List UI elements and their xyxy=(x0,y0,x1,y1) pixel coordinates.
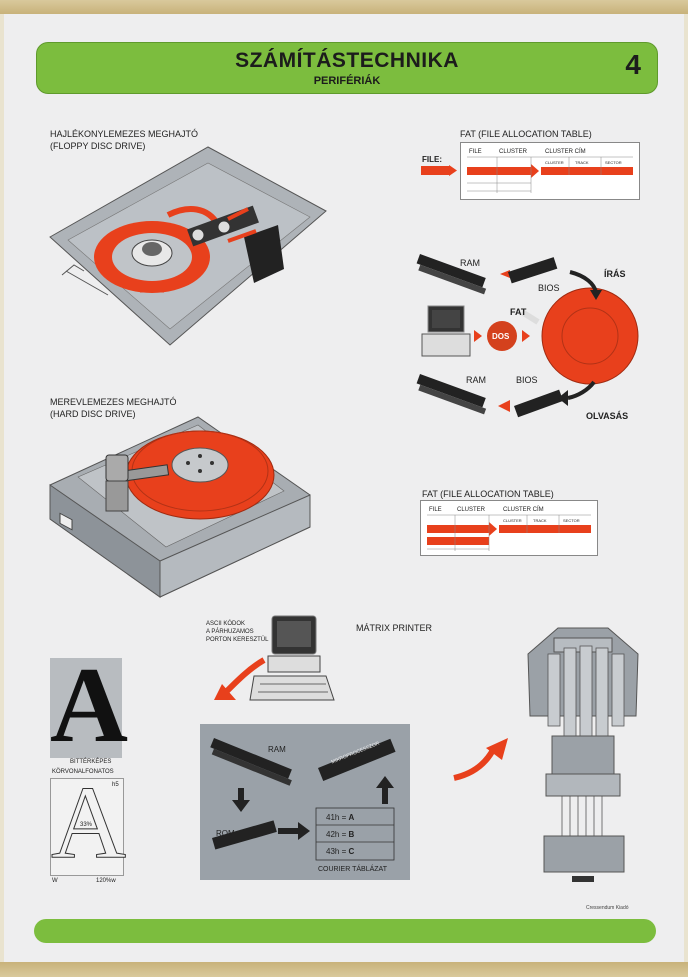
floppy-label-en: (FLOPPY DISC DRIVE) xyxy=(50,141,146,151)
computer-icon xyxy=(249,615,335,701)
fat-bottom-col-file: FILE xyxy=(429,507,442,513)
bottom-hanger-rod xyxy=(0,962,688,977)
page-subtitle: PERIFÉRIÁK xyxy=(313,75,381,87)
floppy-label-hu: HAJLÉKONYLEMEZES MEGHAJTÓ xyxy=(50,129,199,139)
fat-file-arrow xyxy=(421,165,457,176)
outline-letter: A xyxy=(51,765,127,880)
hdd-label-en: (HARD DISC DRIVE) xyxy=(50,409,136,419)
code-row-1: 42h = B xyxy=(326,830,355,839)
fat-top-col-cluster: CLUSTER xyxy=(499,149,528,155)
fat-top-col-cluster-cim: CLUSTER CÍM xyxy=(545,149,586,155)
footer-banner xyxy=(34,919,656,943)
dos-dataflow-diagram xyxy=(416,253,639,418)
panel-ram-label: RAM xyxy=(268,745,286,754)
matrix-printer-title: MÁTRIX PRINTER xyxy=(356,623,433,633)
fat-bottom-grid xyxy=(427,514,591,551)
fat-top-col-file: FILE xyxy=(469,149,482,155)
flow-iras: ÍRÁS xyxy=(604,269,626,279)
sheet-number: 4 xyxy=(625,49,641,80)
fat-bottom-sub-track: TRACK xyxy=(533,518,547,523)
fat-top-sub-track: TRACK xyxy=(575,160,589,165)
page-title: SZÁMÍTÁSTECHNIKA xyxy=(235,49,459,72)
hdd-label-hu: MEREVLEMEZES MEGHAJTÓ xyxy=(50,397,177,407)
printer-logic-drawing xyxy=(210,738,396,861)
fat-bottom-sub-sector: SECTOR xyxy=(563,518,580,523)
code-row-0: 41h = A xyxy=(326,813,355,822)
code-row-2: 43h = C xyxy=(326,847,355,856)
print-head-illustration xyxy=(527,627,639,882)
dim-mid: 33% xyxy=(80,822,93,828)
fat-top-sub-cluster: CLUSTER xyxy=(545,160,564,165)
title-banner: SZÁMÍTÁSTECHNIKA PERIFÉRIÁK 4 xyxy=(36,42,658,94)
bitmap-caption: BITTÉRKÉPES xyxy=(70,759,112,765)
courier-table-caption: COURIER TÁBLÁZAT xyxy=(318,866,387,873)
flow-bios-top: BIOS xyxy=(538,283,560,293)
fat-bottom-sub-cluster: CLUSTER xyxy=(503,518,522,523)
top-hanger-rod xyxy=(0,0,688,14)
flow-olvasas: OLVASÁS xyxy=(586,411,629,421)
printer-logic-panel: RAM ROM MIKROPROCESSZOR 41h = A 42h = B … xyxy=(200,724,410,880)
bitmap-letter: A xyxy=(50,646,128,765)
fat-bottom-table: FILE CLUSTER CLUSTER CÍM CLUSTER TRACK S… xyxy=(420,500,598,556)
flow-dos: DOS xyxy=(492,332,510,341)
flow-fat: FAT xyxy=(510,307,527,317)
flow-bios-bottom: BIOS xyxy=(516,375,538,385)
dim-left: W xyxy=(52,878,58,884)
ascii-line3: PORTON KERESZTÜL xyxy=(206,637,269,643)
dim-right: 120%w xyxy=(96,878,116,884)
outline-glyph-panel: A xyxy=(50,765,127,880)
dim-top: h5 xyxy=(112,782,119,788)
red-curved-arrow-right xyxy=(453,738,508,781)
publisher-credit: Cressendum Kiadó xyxy=(586,905,629,911)
bitmap-glyph-panel: A xyxy=(50,646,128,765)
fat-top-grid xyxy=(467,156,633,193)
panel-rom-label: ROM xyxy=(216,829,235,838)
outline-caption: KÖRVONALFONATOS xyxy=(52,769,114,775)
ascii-line1: ASCII KÓDOK xyxy=(206,621,246,627)
hard-drive-illustration xyxy=(49,416,311,598)
fat-bottom-col-cluster: CLUSTER xyxy=(457,507,486,513)
fat-top-title: FAT (FILE ALLOCATION TABLE) xyxy=(460,129,592,139)
flow-ram-bottom: RAM xyxy=(466,375,486,385)
flow-ram-top: RAM xyxy=(460,258,480,268)
fat-top-file-label: FILE: xyxy=(422,155,442,164)
red-curved-arrow-left xyxy=(214,657,266,700)
fat-top-sub-sector: SECTOR xyxy=(605,160,622,165)
fat-bottom-col-cluster-cim: CLUSTER CÍM xyxy=(503,507,544,513)
fat-bottom-title: FAT (FILE ALLOCATION TABLE) xyxy=(422,489,554,499)
fat-top-table: FILE CLUSTER CLUSTER CÍM CLUSTER TRACK S… xyxy=(460,142,640,200)
ascii-line2: A PÁRHUZAMOS xyxy=(206,629,254,635)
floppy-drive-illustration xyxy=(49,146,327,346)
